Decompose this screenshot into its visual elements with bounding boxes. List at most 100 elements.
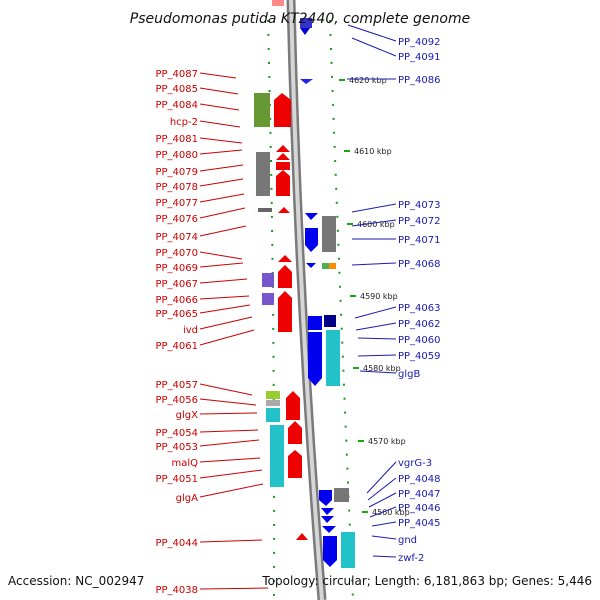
leader-line bbox=[367, 477, 397, 501]
leader-line bbox=[372, 555, 397, 558]
gene-label-right[interactable]: PP_4072 bbox=[398, 216, 441, 227]
leader-line bbox=[199, 483, 264, 498]
gene-label-left[interactable]: PP_4061 bbox=[155, 341, 198, 352]
gene-feature bbox=[272, 0, 284, 6]
leader-line bbox=[199, 398, 257, 406]
gene-label-left[interactable]: PP_4067 bbox=[155, 279, 198, 290]
gene-label-left[interactable]: PP_4066 bbox=[155, 295, 198, 306]
gene-feature bbox=[276, 170, 290, 196]
leader-line bbox=[199, 587, 269, 590]
gene-label-left[interactable]: hcp-2 bbox=[170, 117, 198, 128]
gene-label-right[interactable]: gnd bbox=[398, 535, 417, 546]
gene-feature bbox=[278, 265, 292, 288]
gene-label-left[interactable]: PP_4084 bbox=[155, 100, 198, 111]
gene-feature bbox=[326, 330, 340, 386]
map-title: Pseudomonas putida KT2440, complete geno… bbox=[130, 11, 470, 27]
leader-line bbox=[199, 383, 253, 396]
leader-line bbox=[351, 37, 397, 57]
gene-label-left[interactable]: PP_4081 bbox=[155, 134, 198, 145]
scale-tick-label: 4560 kbp bbox=[372, 508, 410, 517]
gene-label-left[interactable]: PP_4054 bbox=[155, 428, 198, 439]
leader-line bbox=[351, 203, 397, 213]
gene-label-left[interactable]: PP_4044 bbox=[155, 538, 198, 549]
gene-label-right[interactable]: PP_4092 bbox=[398, 37, 441, 48]
gene-label-left[interactable]: PP_4065 bbox=[155, 309, 198, 320]
gene-label-left[interactable]: PP_4069 bbox=[155, 263, 198, 274]
gene-label-right[interactable]: PP_4047 bbox=[398, 489, 441, 500]
gene-label-right[interactable]: PP_4086 bbox=[398, 75, 441, 86]
gene-feature bbox=[278, 207, 290, 213]
scale-tick-label: 4570 kbp bbox=[368, 437, 406, 446]
gene-label-right[interactable]: glgB bbox=[398, 369, 420, 380]
leader-line bbox=[199, 469, 263, 479]
gene-label-left[interactable]: PP_4078 bbox=[155, 182, 198, 193]
leader-line bbox=[199, 137, 243, 144]
leader-line bbox=[355, 322, 397, 331]
scale-tick-label: 4600 kbp bbox=[357, 220, 395, 229]
leader-line bbox=[357, 337, 397, 340]
gene-feature bbox=[278, 291, 292, 332]
gene-label-right[interactable]: PP_4048 bbox=[398, 474, 441, 485]
scale-tick-label: 4620 kbp bbox=[349, 76, 387, 85]
gene-label-right[interactable]: PP_4046 bbox=[398, 503, 441, 514]
gene-feature bbox=[266, 408, 280, 422]
leader-line bbox=[199, 164, 244, 172]
leader-line bbox=[199, 304, 251, 314]
gene-label-left[interactable]: PP_4076 bbox=[155, 214, 198, 225]
leader-line bbox=[371, 535, 397, 540]
gene-label-left[interactable]: PP_4038 bbox=[155, 585, 198, 596]
leader-line bbox=[199, 87, 239, 95]
gene-label-right[interactable]: PP_4091 bbox=[398, 52, 441, 63]
gene-label-left[interactable]: PP_4085 bbox=[155, 84, 198, 95]
gene-label-left[interactable]: glgA bbox=[176, 493, 198, 504]
gene-feature bbox=[322, 216, 336, 252]
gene-label-right[interactable]: zwf-2 bbox=[398, 553, 424, 564]
right-gene-labels: PP_4092PP_4091PP_4086PP_4073PP_4072PP_40… bbox=[347, 24, 441, 564]
backbone bbox=[267, 0, 354, 600]
gene-label-left[interactable]: glgX bbox=[176, 410, 198, 421]
gene-label-left[interactable]: PP_4079 bbox=[155, 167, 198, 178]
gene-label-right[interactable]: PP_4068 bbox=[398, 259, 441, 270]
gene-label-left[interactable]: PP_4070 bbox=[155, 248, 198, 259]
leader-line bbox=[199, 178, 244, 187]
leader-line bbox=[199, 295, 250, 300]
gene-label-left[interactable]: PP_4077 bbox=[155, 198, 198, 209]
gene-label-right[interactable]: vgrG-3 bbox=[398, 458, 432, 469]
gene-label-left[interactable]: ivd bbox=[183, 325, 198, 336]
gene-label-right[interactable]: PP_4060 bbox=[398, 335, 441, 346]
leader-line bbox=[199, 539, 263, 543]
gene-feature bbox=[262, 293, 274, 305]
leader-line bbox=[359, 370, 397, 374]
gene-feature bbox=[308, 332, 322, 386]
gene-label-left[interactable]: PP_4074 bbox=[155, 232, 198, 243]
leader-line bbox=[351, 262, 397, 266]
gene-label-left[interactable]: PP_4051 bbox=[155, 474, 198, 485]
gene-label-right[interactable]: PP_4059 bbox=[398, 351, 441, 362]
gene-label-left[interactable]: PP_4053 bbox=[155, 442, 198, 453]
gene-label-right[interactable]: PP_4073 bbox=[398, 200, 441, 211]
outer-tick-track bbox=[329, 19, 354, 600]
topology-text: Topology: circular; Length: 6,181,863 bp… bbox=[261, 574, 592, 588]
gene-label-right[interactable]: PP_4062 bbox=[398, 319, 441, 330]
gene-label-left[interactable]: PP_4080 bbox=[155, 150, 198, 161]
leader-line bbox=[199, 149, 243, 155]
gene-label-left[interactable]: PP_4057 bbox=[155, 380, 198, 391]
gene-label-left[interactable]: PP_4056 bbox=[155, 395, 198, 406]
gene-label-right[interactable]: PP_4045 bbox=[398, 518, 441, 529]
leader-line bbox=[354, 306, 397, 319]
leader-line bbox=[199, 262, 244, 268]
gene-label-right[interactable]: PP_4063 bbox=[398, 303, 441, 314]
gene-label-left[interactable]: malQ bbox=[171, 458, 198, 469]
gene-label-left[interactable]: PP_4087 bbox=[155, 69, 198, 80]
gene-feature bbox=[300, 28, 310, 35]
gene-label-right[interactable]: PP_4071 bbox=[398, 235, 441, 246]
leader-line bbox=[199, 103, 240, 111]
leader-line bbox=[199, 316, 253, 330]
gene-feature bbox=[305, 228, 318, 252]
leader-line bbox=[368, 492, 397, 508]
gene-feature bbox=[258, 208, 272, 212]
gene-feature bbox=[323, 536, 337, 567]
